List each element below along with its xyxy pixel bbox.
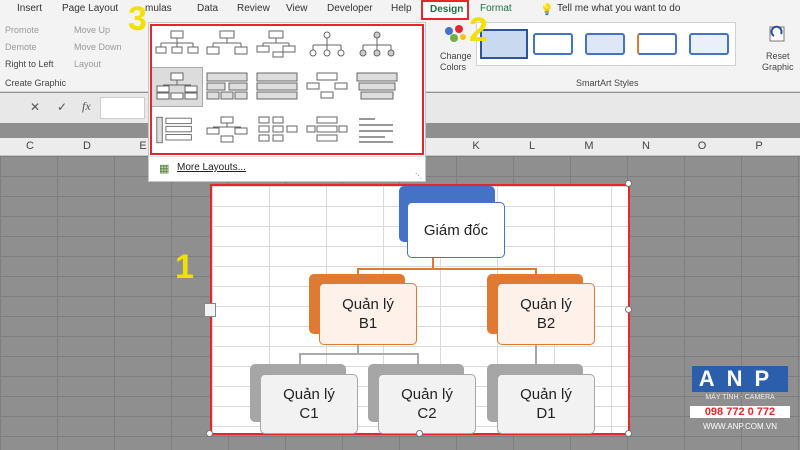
column-header-m[interactable]: M: [584, 140, 594, 152]
formula-input[interactable]: [100, 97, 145, 119]
tab-format[interactable]: Format: [480, 3, 512, 14]
resize-handle[interactable]: [625, 306, 632, 313]
node-quan-ly-d1[interactable]: Quản lý D1: [497, 374, 595, 434]
tell-me-search[interactable]: Tell me what you want to do: [557, 3, 681, 14]
layout-option[interactable]: [355, 115, 399, 145]
change-colors-icon: [445, 25, 466, 42]
layout-option[interactable]: [305, 115, 349, 145]
connector-line: [535, 341, 537, 365]
resize-handle[interactable]: [625, 430, 632, 437]
step-marker-1: 1: [175, 248, 194, 286]
column-header-o[interactable]: O: [697, 140, 707, 152]
layout-button[interactable]: Layout: [74, 59, 102, 69]
layout-option[interactable]: [305, 71, 349, 101]
node-quan-ly-b2[interactable]: Quản lý B2: [497, 283, 595, 345]
tab-design-highlight: [421, 0, 469, 20]
smartart-styles-gallery: [476, 22, 736, 66]
tab-insert[interactable]: Insert: [17, 3, 43, 14]
change-colors-button[interactable]: Change: [440, 51, 472, 61]
resize-handle[interactable]: [416, 430, 423, 437]
tab-design[interactable]: Design: [430, 4, 464, 15]
layout-option[interactable]: [205, 115, 249, 145]
column-header-p[interactable]: P: [755, 140, 763, 152]
logo-tagline: MÁY TÍNH - CAMERA: [705, 394, 775, 401]
layout-gallery: [148, 22, 426, 182]
insert-function-icon[interactable]: fx: [82, 99, 91, 113]
connector-line: [299, 353, 301, 365]
logo-web: WWW.ANP.COM.VN: [702, 422, 778, 431]
column-header-c[interactable]: C: [26, 140, 34, 152]
enter-icon[interactable]: ✓: [57, 100, 68, 114]
column-header-e[interactable]: E: [139, 140, 147, 152]
layout-option[interactable]: [255, 115, 299, 145]
create-graphic-group-label: Create Graphic: [5, 78, 67, 88]
layout-option[interactable]: [355, 29, 399, 59]
layout-option[interactable]: [355, 71, 399, 101]
reset-graphic-button[interactable]: Reset: [766, 51, 790, 61]
node-giam-doc[interactable]: Giám đốc: [407, 202, 505, 258]
tab-view[interactable]: View: [286, 3, 308, 14]
connector-line: [417, 353, 419, 365]
more-layouts-link[interactable]: More Layouts...: [177, 162, 246, 173]
smartart-styles-group-label: SmartArt Styles: [576, 78, 639, 88]
resize-handle[interactable]: [625, 180, 632, 187]
resize-grip-icon[interactable]: ⋱: [415, 173, 422, 180]
column-header-n[interactable]: N: [642, 140, 650, 152]
layout-option[interactable]: [155, 71, 199, 101]
anp-logo: ANP MÁY TÍNH - CAMERA 098 772 0 772 WWW.…: [690, 366, 790, 446]
tab-review[interactable]: Review: [237, 3, 270, 14]
tab-formulas[interactable]: mulas: [145, 3, 172, 14]
column-header-l[interactable]: L: [528, 140, 536, 152]
layout-option[interactable]: [255, 29, 299, 59]
smartart-canvas[interactable]: Giám đốc Quản lý B1 Quản lý B2 Quản lý C…: [210, 184, 630, 435]
node-quan-ly-b1[interactable]: Quản lý B1: [319, 283, 417, 345]
right-to-left-button[interactable]: Right to Left: [5, 59, 54, 69]
tab-developer[interactable]: Developer: [327, 3, 373, 14]
logo-brand: ANP: [692, 366, 788, 392]
connector-line: [432, 252, 434, 268]
more-layouts-icon: ▦: [159, 163, 170, 175]
style-thumb[interactable]: [533, 33, 573, 55]
style-thumb[interactable]: [637, 33, 677, 55]
step-marker-3: 3: [128, 0, 147, 38]
column-header-d[interactable]: D: [83, 140, 91, 152]
connector-line: [357, 341, 359, 355]
cancel-icon[interactable]: ✕: [30, 100, 41, 114]
layout-option[interactable]: [155, 29, 199, 59]
style-thumb[interactable]: [480, 29, 528, 59]
style-thumb[interactable]: [689, 33, 729, 55]
tab-page-layout[interactable]: Page Layout: [62, 3, 119, 14]
tab-help[interactable]: Help: [391, 3, 412, 14]
resize-handle[interactable]: [206, 430, 213, 437]
logo-phone: 098 772 0 772: [690, 406, 790, 418]
connector-line: [299, 353, 419, 355]
change-colors-button-label2[interactable]: Colors: [440, 62, 467, 72]
layout-option[interactable]: [305, 29, 349, 59]
move-up-button[interactable]: Move Up: [74, 25, 111, 35]
move-down-button[interactable]: Move Down: [74, 42, 122, 52]
lightbulb-icon: 💡: [540, 4, 554, 16]
node-quan-ly-c1[interactable]: Quản lý C1: [260, 374, 358, 434]
layout-option[interactable]: [205, 29, 249, 59]
connector-line: [357, 268, 537, 270]
layout-option[interactable]: [155, 113, 195, 147]
layout-option[interactable]: [205, 71, 249, 101]
demote-button[interactable]: Demote: [5, 42, 37, 52]
text-pane-toggle[interactable]: [204, 303, 216, 317]
style-thumb[interactable]: [585, 33, 625, 55]
node-quan-ly-c2[interactable]: Quản lý C2: [378, 374, 476, 434]
reset-graphic-icon: [769, 25, 785, 42]
layout-gallery-highlight: [150, 24, 424, 155]
step-marker-2: 2: [469, 11, 488, 49]
column-header-k[interactable]: K: [472, 140, 480, 152]
reset-graphic-button-label2[interactable]: Graphic: [762, 62, 794, 72]
tab-data[interactable]: Data: [197, 3, 219, 14]
promote-button[interactable]: Promote: [5, 25, 40, 35]
more-layouts-row: ▦ More Layouts... ⋱: [148, 156, 426, 182]
ribbon-tabs: Insert Page Layout mulas Data Review Vie…: [0, 0, 800, 20]
layout-option[interactable]: [255, 71, 299, 101]
